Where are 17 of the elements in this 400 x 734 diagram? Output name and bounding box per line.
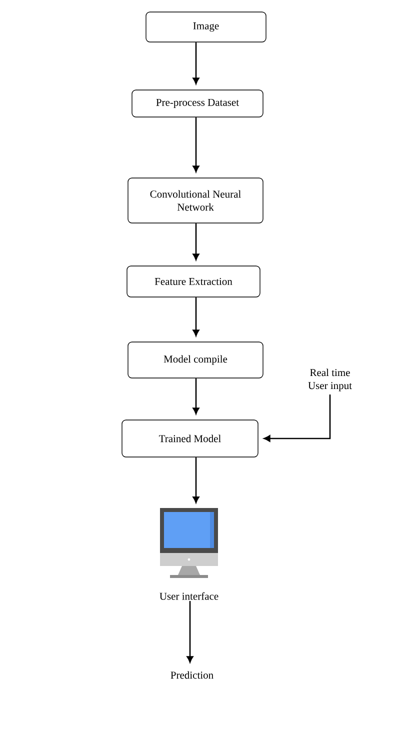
process-box: Feature Extraction	[126, 266, 260, 298]
arrow	[192, 378, 200, 414]
arrow	[192, 297, 200, 336]
arrow	[192, 117, 200, 172]
text-label: Real time User input	[308, 368, 352, 392]
arrow	[186, 601, 194, 663]
arrow	[264, 394, 331, 442]
process-box: Convolutional Neural Network	[128, 178, 264, 224]
process-box: Pre-process Dataset	[132, 90, 264, 118]
process-box: Image	[146, 12, 266, 42]
arrow	[192, 457, 200, 504]
text-label: Prediction	[170, 671, 214, 679]
process-box: Trained Model	[122, 420, 258, 458]
picture-caption: User interface	[160, 592, 218, 600]
arrow	[192, 223, 200, 260]
arrow	[192, 42, 200, 84]
process-box: Model compile	[128, 342, 264, 378]
